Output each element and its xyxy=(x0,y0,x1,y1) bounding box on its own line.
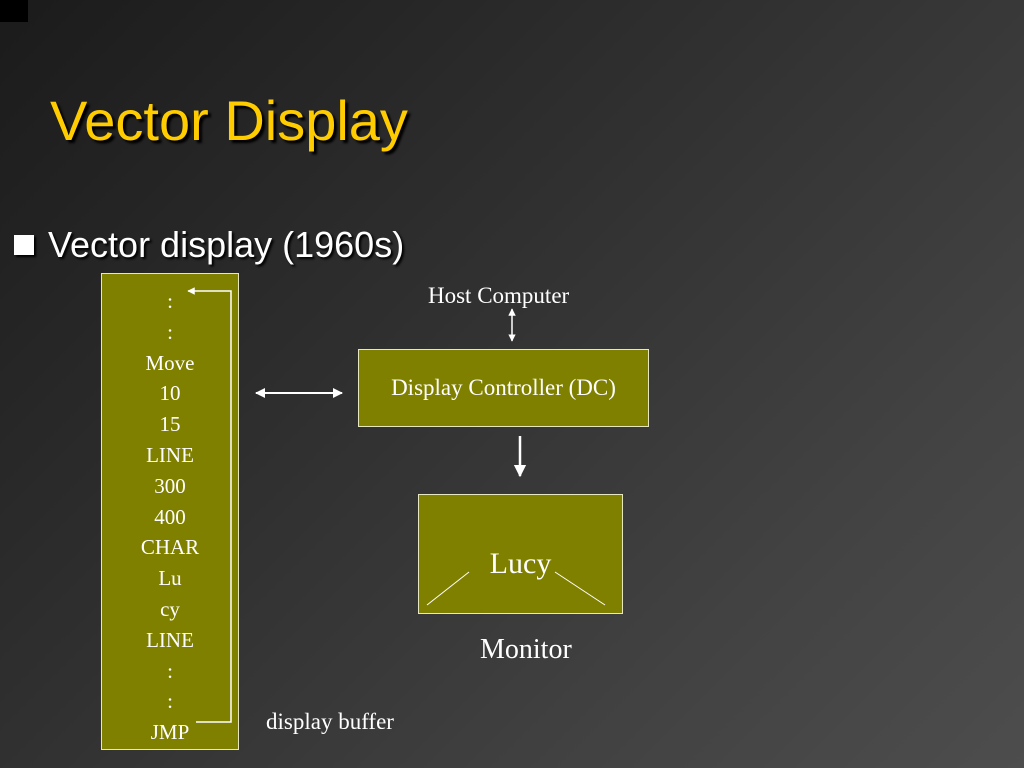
bullet-text: Vector display (1960s) xyxy=(48,224,405,265)
monitor-label: Monitor xyxy=(480,634,572,665)
buffer-item: : xyxy=(167,319,173,344)
buffer-item: 15 xyxy=(159,412,181,437)
monitor-screen-text: Lucy xyxy=(489,547,552,580)
buffer-item: Lu xyxy=(158,566,182,591)
corner-mark xyxy=(0,0,28,22)
monitor-box: Lucy xyxy=(418,494,623,614)
buffer-item: LINE xyxy=(146,442,194,467)
buffer-item: cy xyxy=(160,596,180,621)
buffer-item: LINE xyxy=(146,627,194,652)
monitor-right-line xyxy=(554,571,606,606)
monitor-left-line xyxy=(426,571,470,606)
buffer-item: Move xyxy=(145,350,195,375)
buffer-item: : xyxy=(167,289,173,313)
host-computer-label: Host Computer xyxy=(428,283,570,308)
display-buffer-box xyxy=(101,273,239,750)
buffer-item: 300 xyxy=(154,473,186,498)
display-buffer-label: display buffer xyxy=(266,709,394,734)
buffer-item: 10 xyxy=(159,381,181,406)
slide-title: Vector Display xyxy=(50,89,408,152)
jmp-loop-arrow xyxy=(187,287,232,723)
buffer-item: JMP xyxy=(150,720,190,745)
buffer-item: CHAR xyxy=(140,535,200,560)
square-bullet-icon xyxy=(14,235,34,255)
buffer-item: 400 xyxy=(154,504,186,529)
buffer-item: : xyxy=(167,689,173,714)
bullet-item: Vector display (1960s) xyxy=(14,224,404,266)
buffer-item: : xyxy=(167,658,173,683)
display-controller-box: Display Controller (DC) xyxy=(358,349,649,427)
display-controller-label: Display Controller (DC) xyxy=(391,375,616,400)
